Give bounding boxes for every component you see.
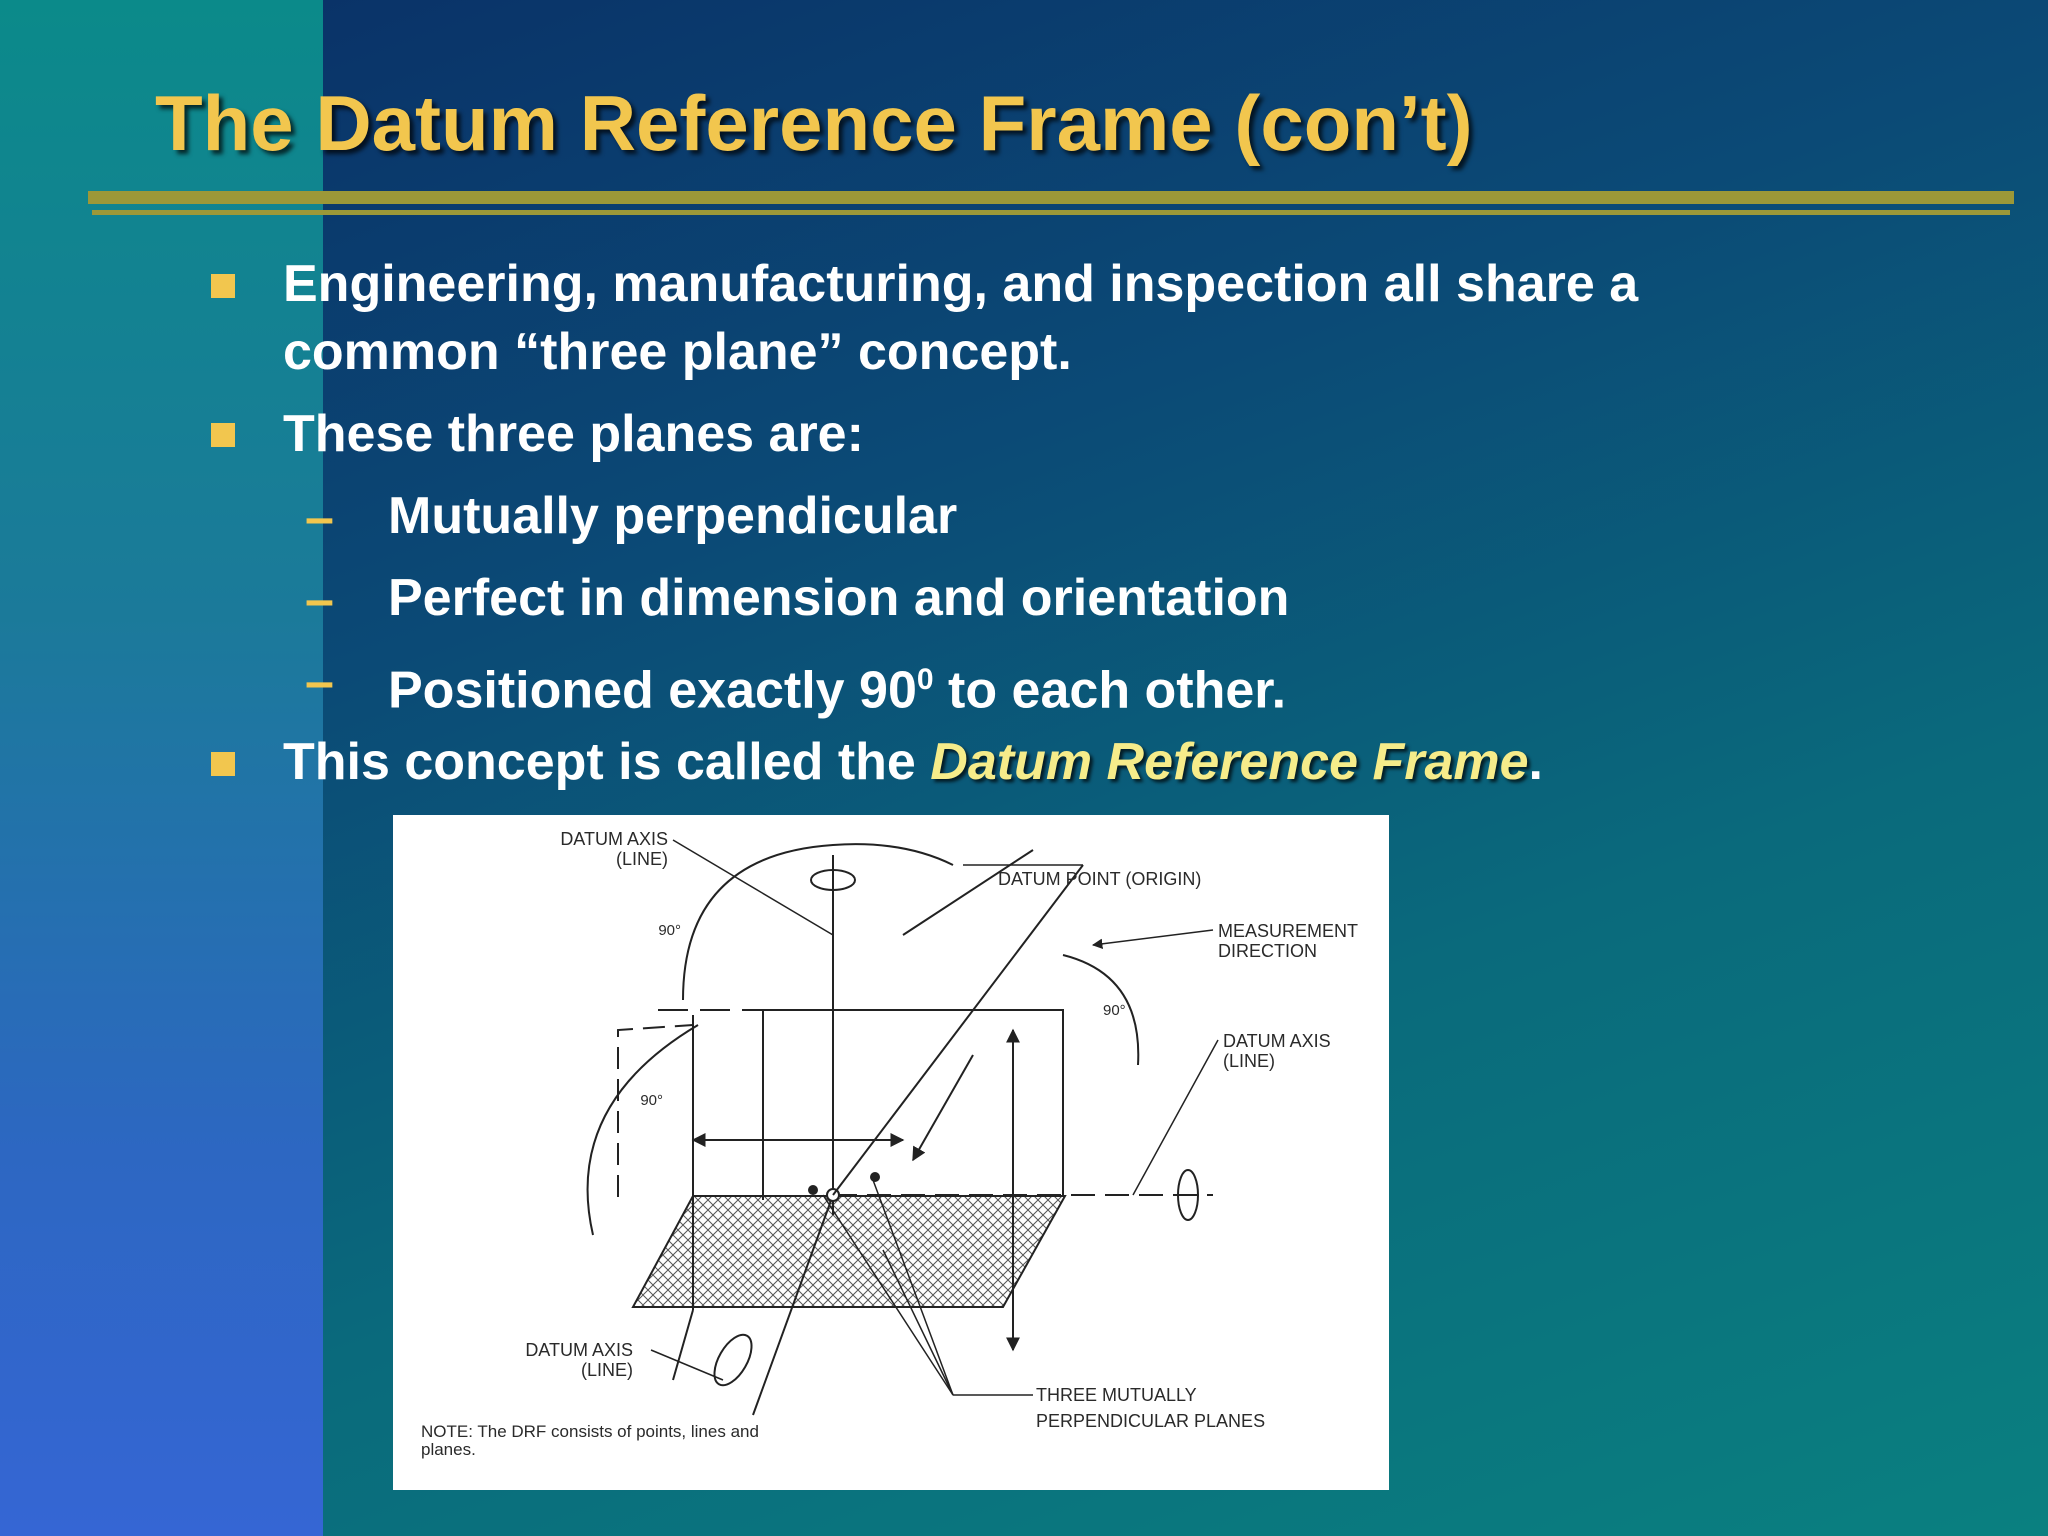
label-note: NOTE: The DRF consists of points, lines … (421, 1422, 759, 1441)
label-datum-axis-top-sub: (LINE) (616, 849, 668, 869)
bullet-square-icon (211, 752, 235, 776)
label-datum-axis-bottom: DATUM AXIS (525, 1340, 633, 1360)
side-plane-dashed (617, 1024, 694, 1197)
degree-superscript: 0 (916, 663, 934, 696)
sub-bullet-3-tail: to each other. (933, 661, 1287, 720)
sub-bullet-dash-icon: – (305, 489, 334, 547)
angle-arc-right (1062, 954, 1140, 1066)
rotation-right-icon (1177, 1169, 1199, 1221)
label-leader (1091, 929, 1214, 950)
label-datum-axis-top: DATUM AXIS (560, 829, 668, 849)
angle-arc-top (682, 843, 954, 1001)
label-angle-right: 90° (1103, 1002, 1126, 1019)
label-three-planes: THREE MUTUALLY (1036, 1385, 1197, 1405)
drf-diagram: DATUM AXIS (LINE) DATUM POINT (ORIGIN) M… (421, 829, 1358, 1459)
label-datum-axis-bottom-sub: (LINE) (581, 1360, 633, 1380)
bullet-3-tail: . (1528, 733, 1543, 791)
sub-bullet-3: Positioned exactly 900 to each other. (388, 646, 1286, 724)
bullet-3-text: This concept is called the (283, 733, 931, 791)
bullet-2: These three planes are: (283, 405, 864, 463)
label-angle-top: 90° (658, 922, 681, 939)
label-three-planes-sub: PERPENDICULAR PLANES (1036, 1411, 1265, 1431)
rotation-top-icon (810, 869, 856, 891)
rotation-bottom-icon (713, 1333, 753, 1387)
drf-diagram-figure: DATUM AXIS (LINE) DATUM POINT (ORIGIN) M… (393, 815, 1389, 1490)
label-leader (882, 1249, 954, 1396)
sub-bullet-2: Perfect in dimension and orientation (388, 569, 1290, 627)
datum-point-dot (808, 1185, 818, 1195)
sub-bullet-dash-icon: – (305, 653, 334, 711)
label-datum-point: DATUM POINT (ORIGIN) (998, 869, 1201, 889)
angle-arc-left (586, 1024, 699, 1236)
bullet-square-icon (211, 423, 235, 447)
slide-left-band (0, 0, 323, 1536)
bullet-3-highlight: Datum Reference Frame (930, 733, 1529, 791)
plane-diagonal-edge (902, 849, 1034, 936)
label-measurement-sub: DIRECTION (1218, 941, 1317, 961)
bullet-square-icon (211, 274, 235, 298)
bullet-1-line-2: common “three plane” concept. (283, 323, 1072, 381)
horizontal-datum-plane (631, 1195, 1067, 1308)
sub-bullet-3-text: Positioned exactly 90 (388, 661, 917, 720)
label-measurement: MEASUREMENT (1218, 921, 1358, 941)
sub-bullet-dash-icon: – (305, 571, 334, 629)
title-rule-thick (88, 191, 2014, 204)
vertical-datum-plane (762, 1009, 1064, 1200)
label-angle-left: 90° (640, 1092, 663, 1109)
label-leader (1132, 1039, 1219, 1196)
label-datum-axis-right: DATUM AXIS (1223, 1031, 1331, 1051)
sub-bullet-1: Mutually perpendicular (388, 487, 958, 545)
datum-point-dot (870, 1172, 880, 1182)
label-note-sub: planes. (421, 1440, 476, 1459)
slide-title: The Datum Reference Frame (con’t) (155, 79, 1473, 167)
title-rule-thin (92, 210, 2010, 215)
depth-datum-axis (752, 1194, 834, 1416)
side-plane-lower-edge (672, 1309, 694, 1381)
label-leader (650, 1349, 724, 1381)
measurement-arrow-diagonal (912, 1054, 974, 1162)
label-datum-axis-right-sub: (LINE) (1223, 1051, 1275, 1071)
label-leader (872, 1179, 954, 1396)
bullet-1-line-1: Engineering, manufacturing, and inspecti… (283, 255, 1639, 313)
label-leader (822, 1194, 954, 1396)
label-leader (672, 839, 834, 936)
bullet-3: This concept is called the Datum Referen… (283, 728, 1543, 796)
datum-point-leader (832, 864, 1084, 1196)
